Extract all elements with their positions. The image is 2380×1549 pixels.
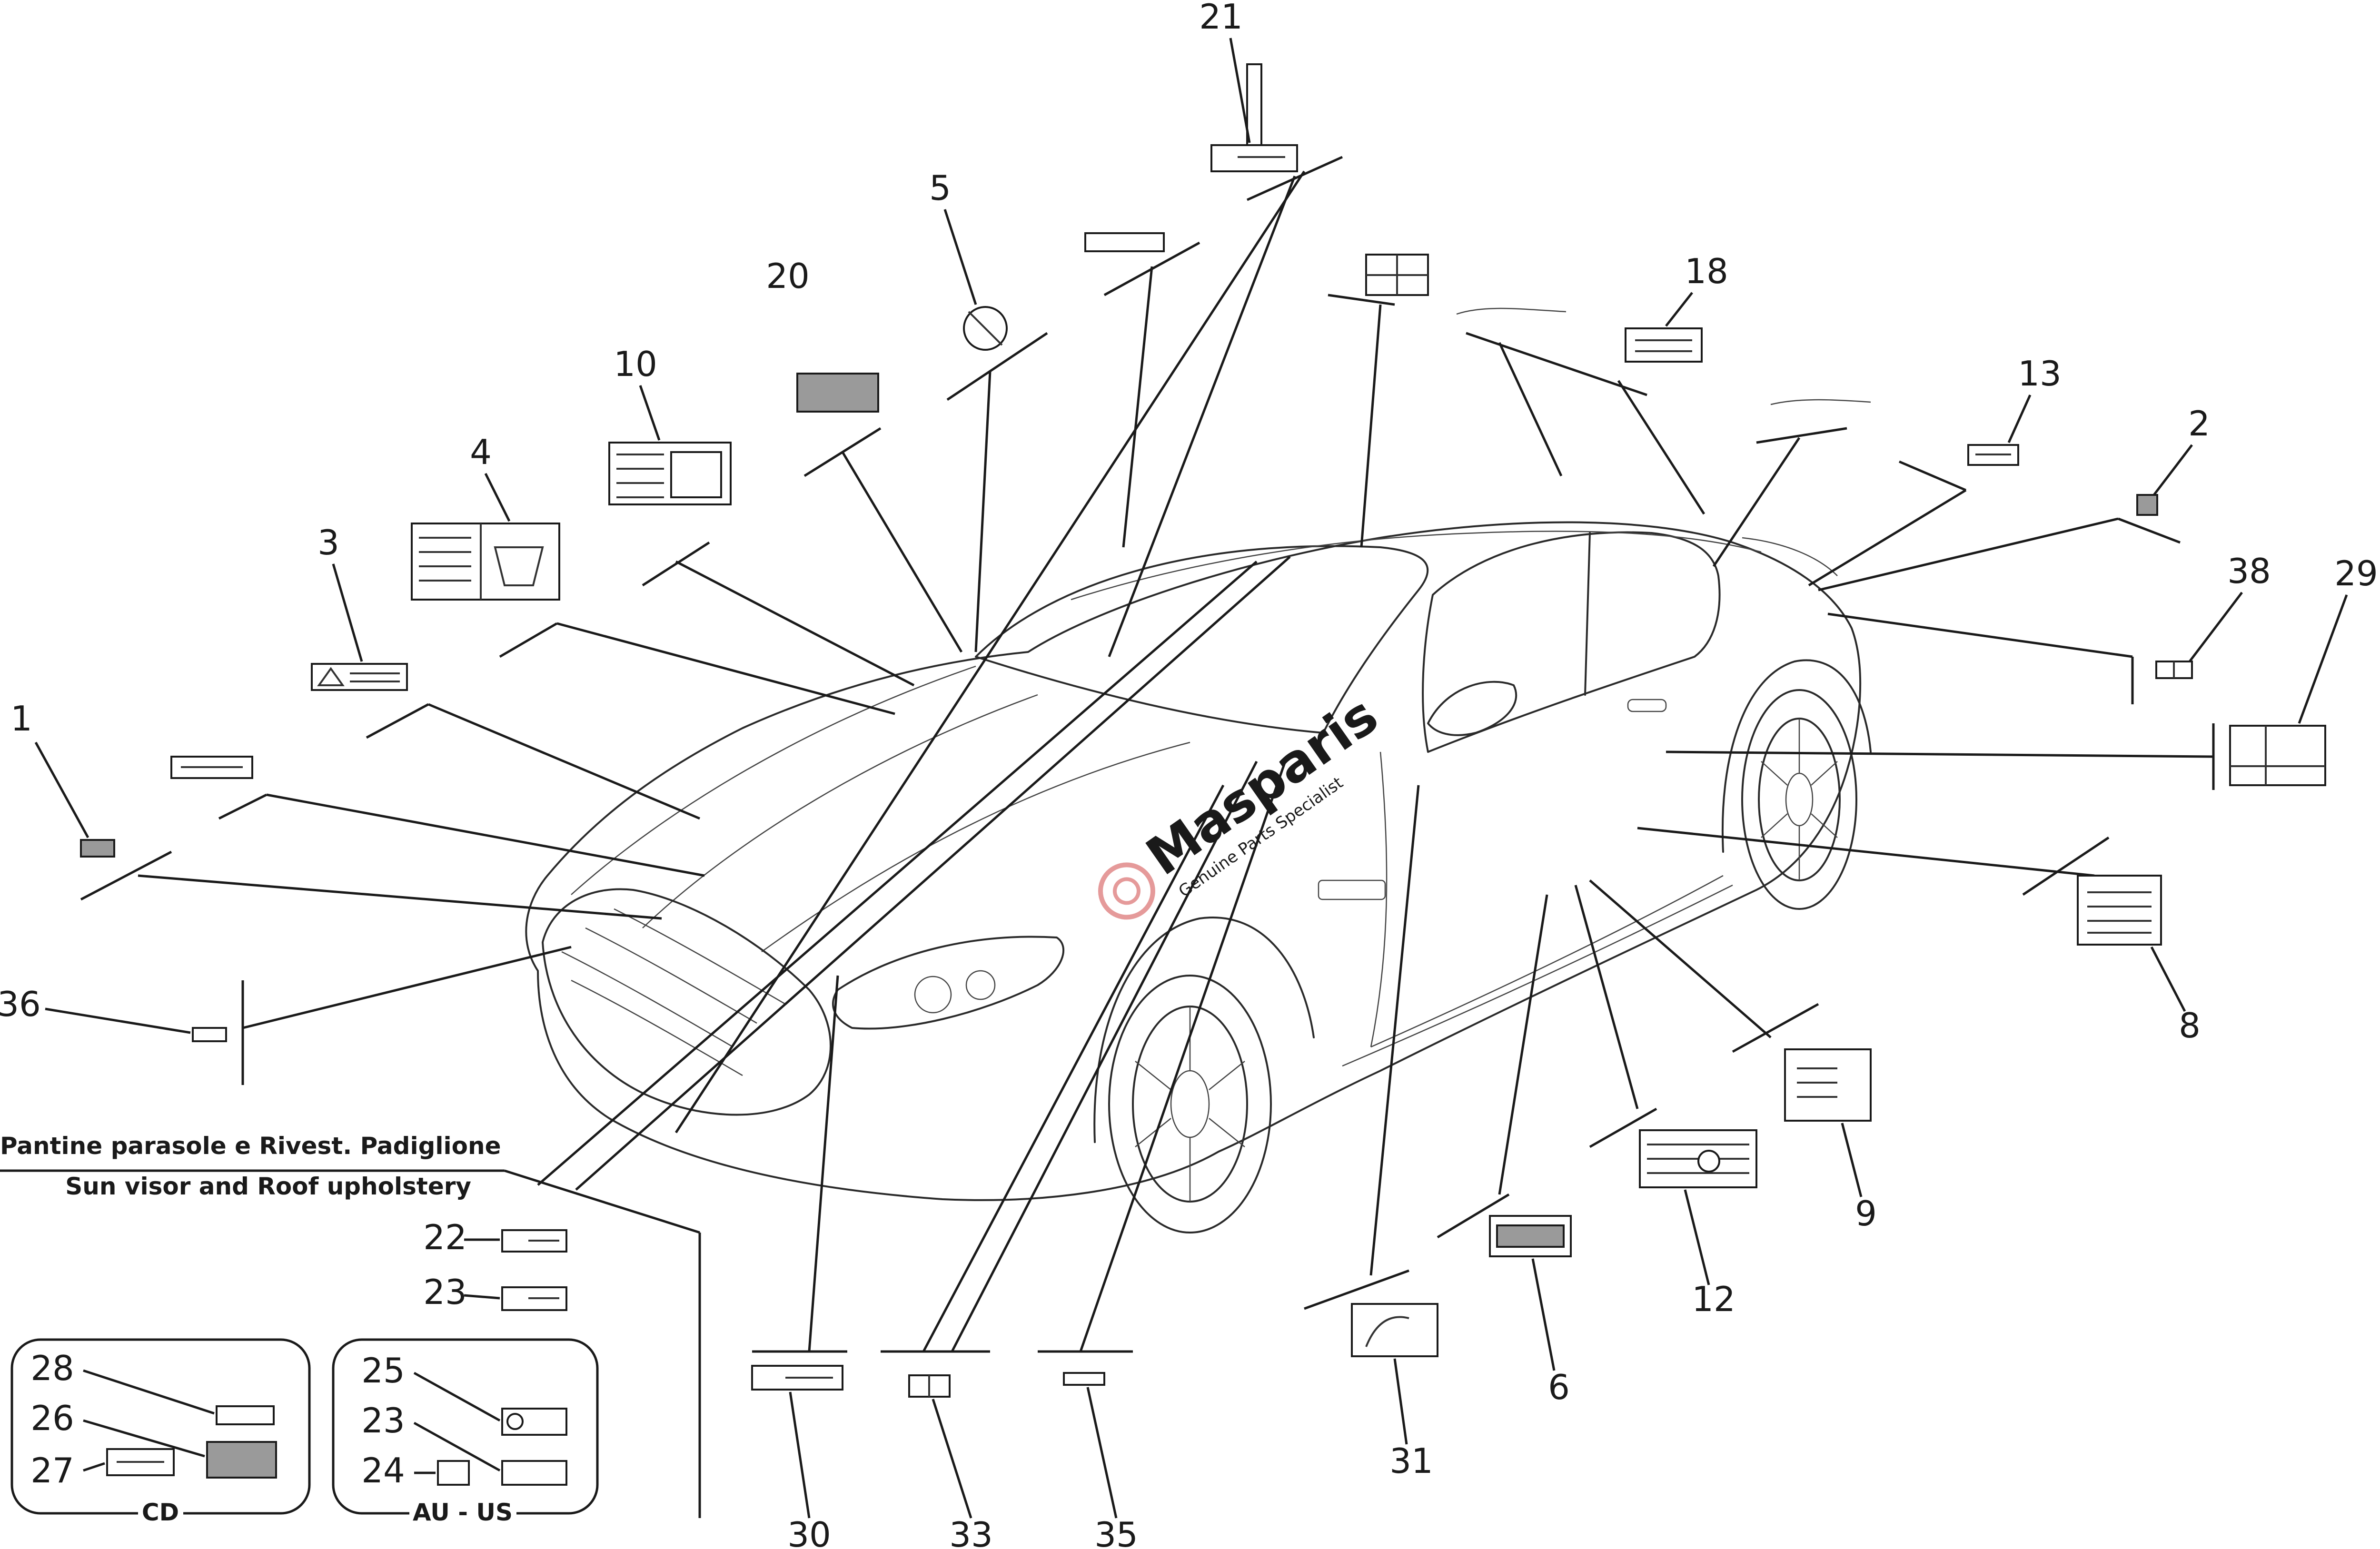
badge-script-2	[1770, 399, 1871, 405]
caption-line-2: Sun visor and Roof upholstery	[65, 1173, 471, 1200]
label-8-icon	[2077, 875, 2162, 946]
label-top-icon	[1084, 232, 1165, 252]
callout-29: 29	[2334, 553, 2378, 593]
callout-25: 25	[361, 1351, 405, 1391]
callout-28: 28	[30, 1348, 74, 1388]
callout-26: 26	[30, 1398, 74, 1438]
callout-10: 10	[614, 344, 657, 384]
caption: Pantine parasole e Rivest. Padiglione Su…	[0, 1132, 501, 1200]
callout-13: 13	[2018, 354, 2062, 394]
label-31-icon	[1351, 1303, 1438, 1357]
label-20-icon	[796, 373, 879, 413]
label-36-icon	[192, 1027, 227, 1042]
callout-8: 8	[2179, 1006, 2201, 1046]
group-labels: CD AU - US	[142, 1499, 513, 1526]
callout-21: 21	[1199, 0, 1243, 37]
callout-35: 35	[1094, 1515, 1138, 1549]
label-graphics	[80, 63, 2326, 1398]
callout-5: 5	[929, 168, 951, 208]
callout-23b: 23	[361, 1401, 405, 1440]
label-2-icon	[2136, 494, 2158, 516]
caption-line-1: Pantine parasole e Rivest. Padiglione	[0, 1132, 501, 1160]
label-29-icon	[2229, 725, 2326, 786]
callout-33: 33	[949, 1515, 993, 1549]
callout-2: 2	[2188, 404, 2210, 444]
callout-36: 36	[0, 984, 41, 1024]
group-cd	[10, 1338, 311, 1515]
callout-31: 31	[1389, 1441, 1433, 1481]
badge-script-1	[1456, 307, 1567, 315]
callout-4: 4	[470, 432, 492, 472]
car-illustration	[525, 521, 1872, 1233]
watermark-brand: Masparis	[1135, 684, 1388, 887]
label-26-icon	[206, 1441, 277, 1479]
callout-18: 18	[1685, 251, 1728, 291]
callout-38: 38	[2227, 551, 2271, 591]
label-18-icon	[1625, 327, 1703, 363]
callout-20: 20	[766, 256, 810, 296]
label-4-icon	[411, 523, 560, 601]
label-28-icon	[216, 1405, 275, 1425]
callout-24: 24	[361, 1450, 405, 1490]
callout-6: 6	[1548, 1367, 1570, 1407]
callout-27: 27	[30, 1450, 74, 1490]
group-au-us	[332, 1338, 599, 1515]
label-9-icon	[1784, 1048, 1872, 1122]
callout-3: 3	[317, 523, 339, 562]
callout-30: 30	[787, 1515, 831, 1549]
label-23b-icon	[501, 1460, 567, 1486]
group-au-us-label: AU - US	[413, 1499, 513, 1526]
label-24-icon	[437, 1460, 470, 1486]
callout-pointers	[34, 38, 2348, 1519]
callout-22: 22	[423, 1217, 467, 1257]
callout-1: 1	[10, 699, 32, 739]
callout-9: 9	[1855, 1194, 1877, 1233]
label-35-icon	[1063, 1372, 1105, 1386]
callout-23a: 23	[423, 1272, 467, 1312]
callout-12: 12	[1692, 1279, 1735, 1319]
label-1-icon	[80, 839, 115, 858]
group-cd-label: CD	[142, 1499, 179, 1526]
leader-lines	[0, 156, 2215, 1518]
